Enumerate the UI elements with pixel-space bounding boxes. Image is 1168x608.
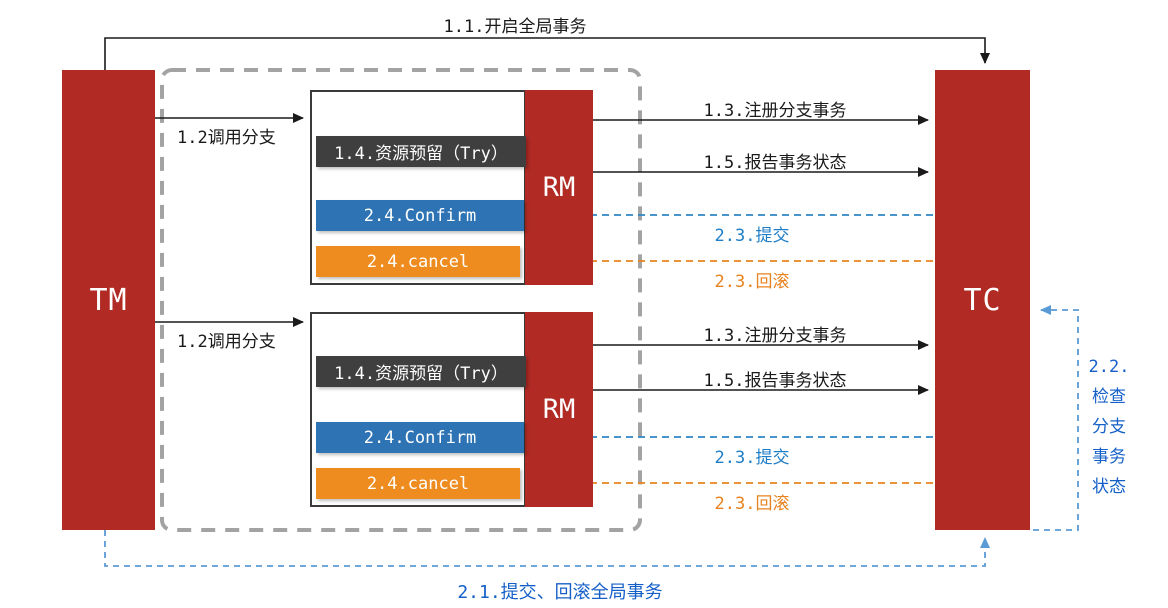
try-box-1-label: 1.4.资源预留（Try）	[334, 144, 508, 164]
label-open-global-tx: 1.1.开启全局事务	[443, 17, 587, 37]
cancel-box-1-label: 2.4.cancel	[366, 251, 470, 272]
arrow-open-global-tx	[104, 37, 990, 70]
tm-node: TM	[62, 70, 155, 530]
rm-2-label: RM	[542, 394, 576, 425]
label-rollback-1: 2.3.回滚	[714, 272, 790, 292]
tc-label: TC	[963, 282, 1002, 318]
label-register-branch-2: 1.3.注册分支事务	[703, 326, 847, 346]
label-call-branch-1: 1.2调用分支	[177, 128, 276, 148]
arrow-global-commit-rollback	[104, 530, 990, 567]
rm-1-label: RM	[542, 172, 576, 203]
label-rollback-2: 2.3.回滚	[714, 494, 790, 514]
label-check-line: 状态	[1092, 477, 1126, 497]
try-box-2-label: 1.4.资源预留（Try）	[334, 364, 508, 384]
arrow-check-branch-status	[1033, 305, 1079, 531]
branch-boundary-dashed-box	[160, 68, 642, 532]
try-box-2: 1.4.资源预留（Try）	[316, 356, 526, 387]
confirm-box-1-label: 2.4.Confirm	[363, 205, 477, 226]
tc-node: TC	[935, 70, 1030, 530]
rm-1-node: RM	[525, 90, 593, 285]
tm-label: TM	[89, 282, 128, 318]
label-check-line: 事务	[1092, 447, 1126, 467]
label-commit-2: 2.3.提交	[714, 448, 790, 468]
label-register-branch-1: 1.3.注册分支事务	[703, 101, 847, 121]
confirm-box-2-label: 2.4.Confirm	[363, 427, 477, 448]
cancel-box-2-label: 2.4.cancel	[366, 473, 470, 494]
label-global-commit-rollback: 2.1.提交、回滚全局事务	[457, 582, 663, 603]
confirm-box-1: 2.4.Confirm	[316, 200, 524, 231]
label-check-line: 检查	[1092, 387, 1126, 407]
cancel-box-2: 2.4.cancel	[316, 468, 520, 499]
rm-2-node: RM	[525, 312, 593, 507]
confirm-box-2: 2.4.Confirm	[316, 422, 524, 453]
label-check-branch-status: 2.2. 检查 分支 事务 状态	[1086, 352, 1132, 502]
label-report-status-2: 1.5.报告事务状态	[703, 371, 847, 391]
cancel-box-1: 2.4.cancel	[316, 246, 520, 277]
label-call-branch-2: 1.2调用分支	[177, 332, 276, 352]
label-report-status-1: 1.5.报告事务状态	[703, 153, 847, 173]
label-check-line: 分支	[1092, 417, 1126, 437]
label-check-line: 2.2.	[1088, 357, 1130, 377]
label-commit-1: 2.3.提交	[714, 226, 790, 246]
try-box-1: 1.4.资源预留（Try）	[316, 136, 526, 167]
